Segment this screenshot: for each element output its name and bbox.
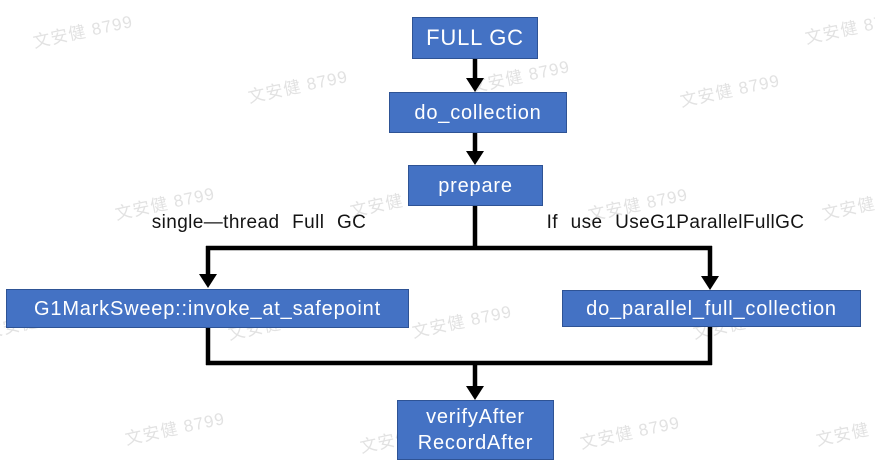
branch-label-single-thread: single—thread Full GC [151, 212, 367, 233]
verify-after-line: verifyAfter [426, 406, 525, 428]
arrowhead-merge-to-verify [466, 386, 484, 400]
node-g1marksweep-invoke: G1MarkSweep::invoke_at_safepoint [6, 289, 409, 328]
node-full-gc: FULL GC [412, 17, 538, 59]
node-do-collection: do_collection [389, 92, 567, 133]
arrowhead-fullgc-to-docollection [466, 78, 484, 92]
arrowhead-split-to-doparallel [701, 276, 719, 290]
node-verify-record-after: verifyAfter RecordAfter [397, 400, 554, 460]
node-prepare: prepare [408, 165, 543, 206]
branch-label-parallel: If use UseG1ParallelFullGC [546, 212, 805, 233]
node-do-parallel-full-collection: do_parallel_full_collection [562, 290, 861, 327]
arrowhead-split-to-g1marksweep [199, 274, 217, 288]
record-after-line: RecordAfter [417, 432, 534, 454]
arrowhead-docollection-to-prepare [466, 151, 484, 165]
